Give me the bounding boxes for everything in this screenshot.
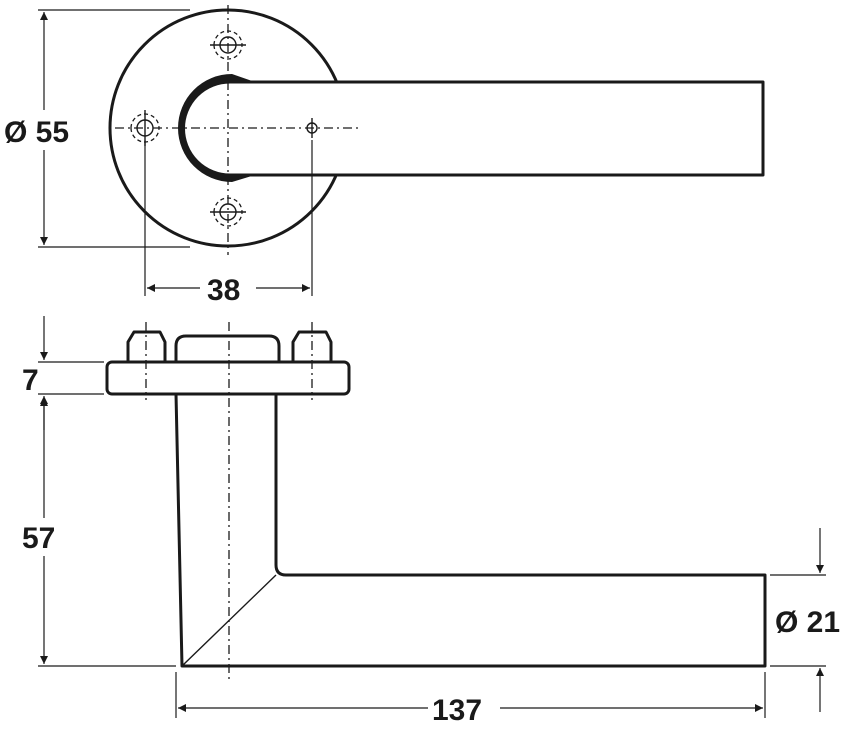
lever-length-label: 137 xyxy=(432,694,482,727)
handle-height-label: 57 xyxy=(22,522,55,555)
rose-hub xyxy=(174,334,281,362)
spindle-mark xyxy=(306,118,318,138)
rose-thickness-label: 7 xyxy=(22,364,39,397)
lever-bar-top xyxy=(182,80,765,177)
screw-spacing-label: 38 xyxy=(207,274,240,307)
side-view: 7 57 137 Ø 21 xyxy=(14,316,840,728)
lever-side xyxy=(174,392,767,668)
rose-diameter-label: Ø 55 xyxy=(4,116,69,149)
lever-diameter-label: Ø 21 xyxy=(775,606,840,639)
screw-hole-top xyxy=(210,30,246,60)
top-view: Ø 55 38 xyxy=(0,5,765,307)
rose-plate xyxy=(105,360,351,396)
screw-hole-bottom xyxy=(210,197,246,227)
